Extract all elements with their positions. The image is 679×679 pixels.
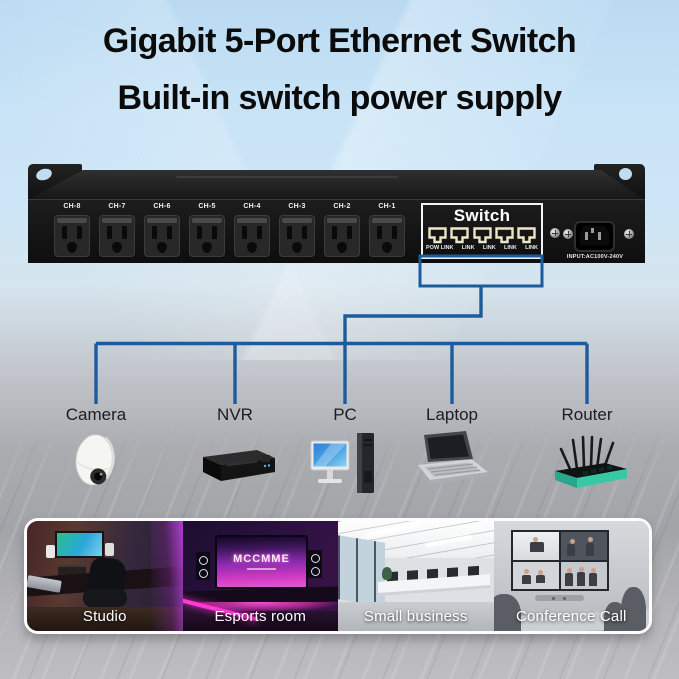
device-column-router: Router [527,405,647,500]
esports-floor [182,611,338,631]
power-outlet-icon [369,215,405,257]
outlet-ch5: CH-5 [189,202,225,257]
conference-soundbar [535,594,584,602]
power-outlet-icon [234,215,270,257]
switch-section-title: Switch [453,206,511,225]
device-label: Router [561,405,613,424]
office-plant [381,567,393,581]
rj45-port-icon [428,227,447,244]
person-silhouette [493,593,522,631]
rj45-port-icon [472,227,492,244]
channel-label: CH-8 [63,203,81,210]
outlet-ch6: CH-6 [144,202,180,257]
power-input-label: INPUT:AC100V-240V [566,254,624,260]
device-column-nvr: NVR [175,405,295,494]
device-column-pc: PC [285,405,405,506]
pc-icon [310,433,374,493]
power-outlet-icon [189,215,225,257]
power-inlet-cavity [580,226,609,245]
device-label: Camera [65,405,127,424]
outlet-ch7: CH-7 [99,202,135,257]
studio-purple-glow [151,521,183,631]
channel-label: CH-1 [378,203,396,210]
application-photo-strip: Studio MCCMME Esports room [24,518,652,634]
office-floor [338,602,494,631]
studio-speaker [45,545,55,559]
studio-chair-seat [82,589,127,607]
title-line-1: Gigabit 5-Port Ethernet Switch [102,22,577,60]
power-outlet-icon [144,215,180,257]
port-label: LINK [482,245,496,251]
rj45-port-icon [495,227,514,244]
channel-label: CH-7 [108,203,126,210]
device-label: NVR [217,405,253,424]
port-label: POW LINK [426,245,454,251]
channel-label: CH-3 [288,203,306,210]
channel-label: CH-5 [198,203,216,210]
device-column-laptop: Laptop [392,405,512,498]
esports-monitor: MCCMME [215,535,308,589]
port-label: LINK [525,245,538,251]
power-outlet-icon [279,215,315,257]
device-label: Laptop [426,405,478,424]
studio-tv [54,530,105,558]
scene-label-esports: Esports room [214,608,307,625]
screw-icon [550,228,560,238]
studio-speaker [104,543,115,557]
conference-photo: Conference Call [493,521,649,631]
small-business-photo: Small business [338,521,494,631]
port-label-row: POW LINK LINK LINK LINK LINK [423,244,541,251]
camera-icon [75,434,115,486]
power-outlet-icon [54,215,90,257]
rj45-port-icon [517,227,536,244]
outlet-ch8: CH-8 [54,202,90,257]
mounting-hole-icon [34,166,54,183]
esports-screen-text: MCCMME [233,553,290,566]
esports-photo: MCCMME Esports room [182,521,338,631]
outlet-ch3: CH-3 [279,202,315,257]
channel-label: CH-6 [153,203,171,210]
title-line-2: Built-in switch power supply [117,79,562,117]
video-tile [512,561,559,590]
switch-section: Switch POW LINK LINK LINK LINK LINK [421,203,543,259]
power-outlet-icon [324,215,360,257]
port-label: LINK [461,245,475,251]
rj45-port-icon [450,227,469,244]
conference-screen [510,529,609,592]
laptop-icon [418,431,488,484]
esports-screen-subtext [247,567,276,570]
esports-speaker [196,551,211,581]
power-outlet-icon [99,215,135,257]
outlet-ch1: CH-1 [369,202,405,257]
video-tile [560,531,607,560]
esports-neon-glow [182,602,338,613]
video-tile [512,531,559,560]
screw-icon [563,229,573,239]
person-silhouette [603,602,626,631]
device-label: PC [333,405,357,424]
screw-icon [624,229,634,239]
nvr-icon [203,450,275,481]
esports-speaker [308,549,323,579]
device-column-camera: Camera [36,405,156,502]
scene-label-studio: Studio [82,608,127,625]
channel-label: CH-4 [243,203,261,210]
office-desk-row [378,566,491,597]
mounting-hole-icon [619,168,632,180]
video-tile [560,561,607,590]
scene-label-small-business: Small business [363,608,468,625]
rj45-port-row [423,226,541,244]
outlet-ch4: CH-4 [234,202,270,257]
scene-label-conference: Conference Call [515,608,627,625]
studio-photo: Studio [27,521,183,631]
device-top-surface [28,170,645,200]
router-icon [555,435,627,488]
power-inlet-icon [574,221,615,252]
channel-label: CH-2 [333,203,351,210]
port-label: LINK [504,245,517,251]
outlet-ch2: CH-2 [324,202,360,257]
